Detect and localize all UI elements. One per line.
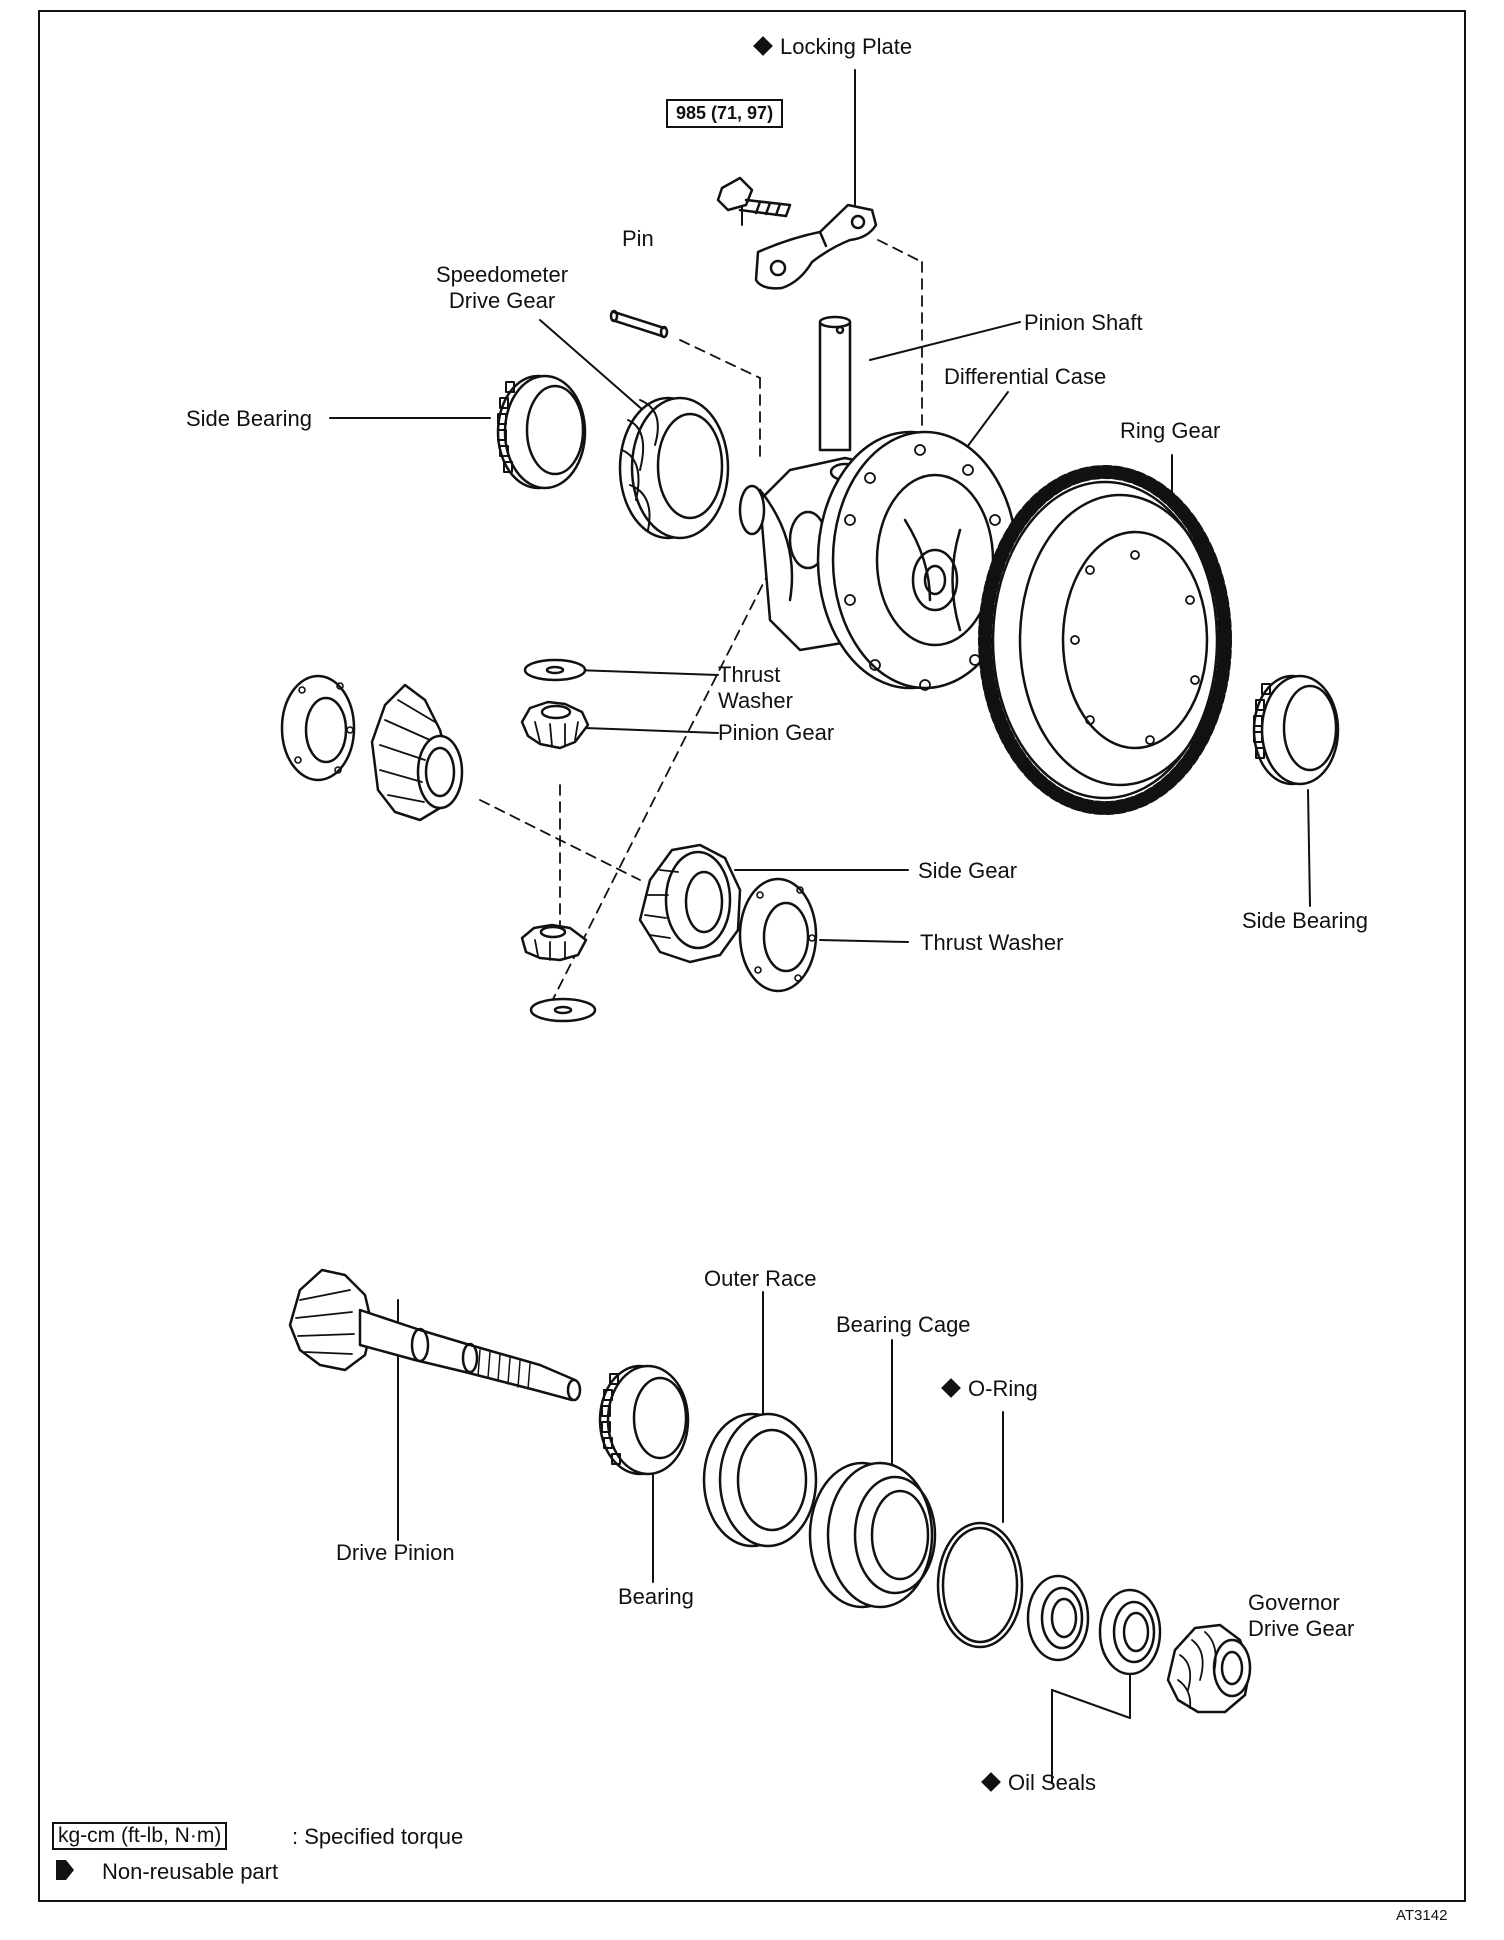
label-speedometer-drive-gear: Speedometer Drive Gear [436, 262, 569, 313]
thrust-washer-right [738, 877, 818, 993]
label-o-ring: O-Ring [941, 1376, 1038, 1402]
bearing-cage [808, 1461, 937, 1609]
side-bearing-left [496, 374, 587, 490]
label-bearing: Bearing [618, 1584, 694, 1609]
side-gear-right [638, 843, 742, 964]
bolt [716, 176, 792, 218]
speedometer-drive-gear [618, 396, 730, 540]
nonreusable-legend-icon [56, 1860, 74, 1880]
locking-plate [754, 203, 878, 290]
label-locking-plate: Locking Plate [753, 34, 912, 60]
label-side-bearing-left: Side Bearing [186, 406, 312, 431]
label-thrust-washer-top: Thrust Washer [718, 662, 793, 713]
pinion-shaft [818, 315, 852, 452]
thrust-washer-left [280, 674, 356, 782]
label-outer-race: Outer Race [704, 1266, 817, 1291]
ring-gear [978, 465, 1232, 815]
pinion-gear-bottom [520, 923, 588, 962]
o-ring [936, 1521, 1024, 1649]
nonreusable-diamond-icon [753, 36, 773, 56]
label-side-gear: Side Gear [918, 858, 1018, 883]
label-drive-pinion: Drive Pinion [336, 1540, 455, 1565]
oil-seal-1 [1026, 1574, 1090, 1662]
label-bearing-cage: Bearing Cage [836, 1312, 971, 1337]
side-gear-left [370, 683, 464, 822]
label-pinion-shaft: Pinion Shaft [1024, 310, 1143, 335]
differential-case [738, 430, 1019, 691]
diagram-frame [38, 10, 1466, 1902]
label-oil-seals: Oil Seals [981, 1770, 1096, 1796]
pinion-gear-top [520, 700, 590, 750]
label-pinion-gear: Pinion Gear [718, 720, 835, 745]
legend-torque-desc: : Specified torque [292, 1824, 464, 1849]
nonreusable-diamond-icon [941, 1378, 961, 1398]
drive-pinion [288, 1268, 582, 1402]
bearing [598, 1364, 690, 1476]
pin [609, 309, 669, 339]
label-governor-drive-gear: Governor Drive Gear [1248, 1590, 1355, 1641]
thrust-washer-small-top [523, 658, 587, 682]
label-thrust-washer-right: Thrust Washer [920, 930, 1064, 955]
label-differential-case: Differential Case [944, 364, 1107, 389]
figure-code: AT3142 [1396, 1907, 1448, 1924]
governor-drive-gear [1166, 1623, 1252, 1714]
legend-nonreusable-desc: Non-reusable part [102, 1859, 279, 1884]
label-side-bearing-right: Side Bearing [1242, 908, 1368, 933]
torque-spec-box: 985 (71, 97) [666, 99, 784, 128]
outer-race [702, 1412, 818, 1548]
side-bearing-right [1252, 674, 1340, 786]
oil-seal-2 [1098, 1588, 1162, 1676]
nonreusable-diamond-icon [981, 1772, 1001, 1792]
thrust-washer-small-bottom [529, 997, 597, 1023]
label-pin: Pin [622, 226, 654, 251]
legend-torque-unit: kg-cm (ft-lb, N·m) [52, 1822, 228, 1850]
label-ring-gear: Ring Gear [1120, 418, 1221, 443]
